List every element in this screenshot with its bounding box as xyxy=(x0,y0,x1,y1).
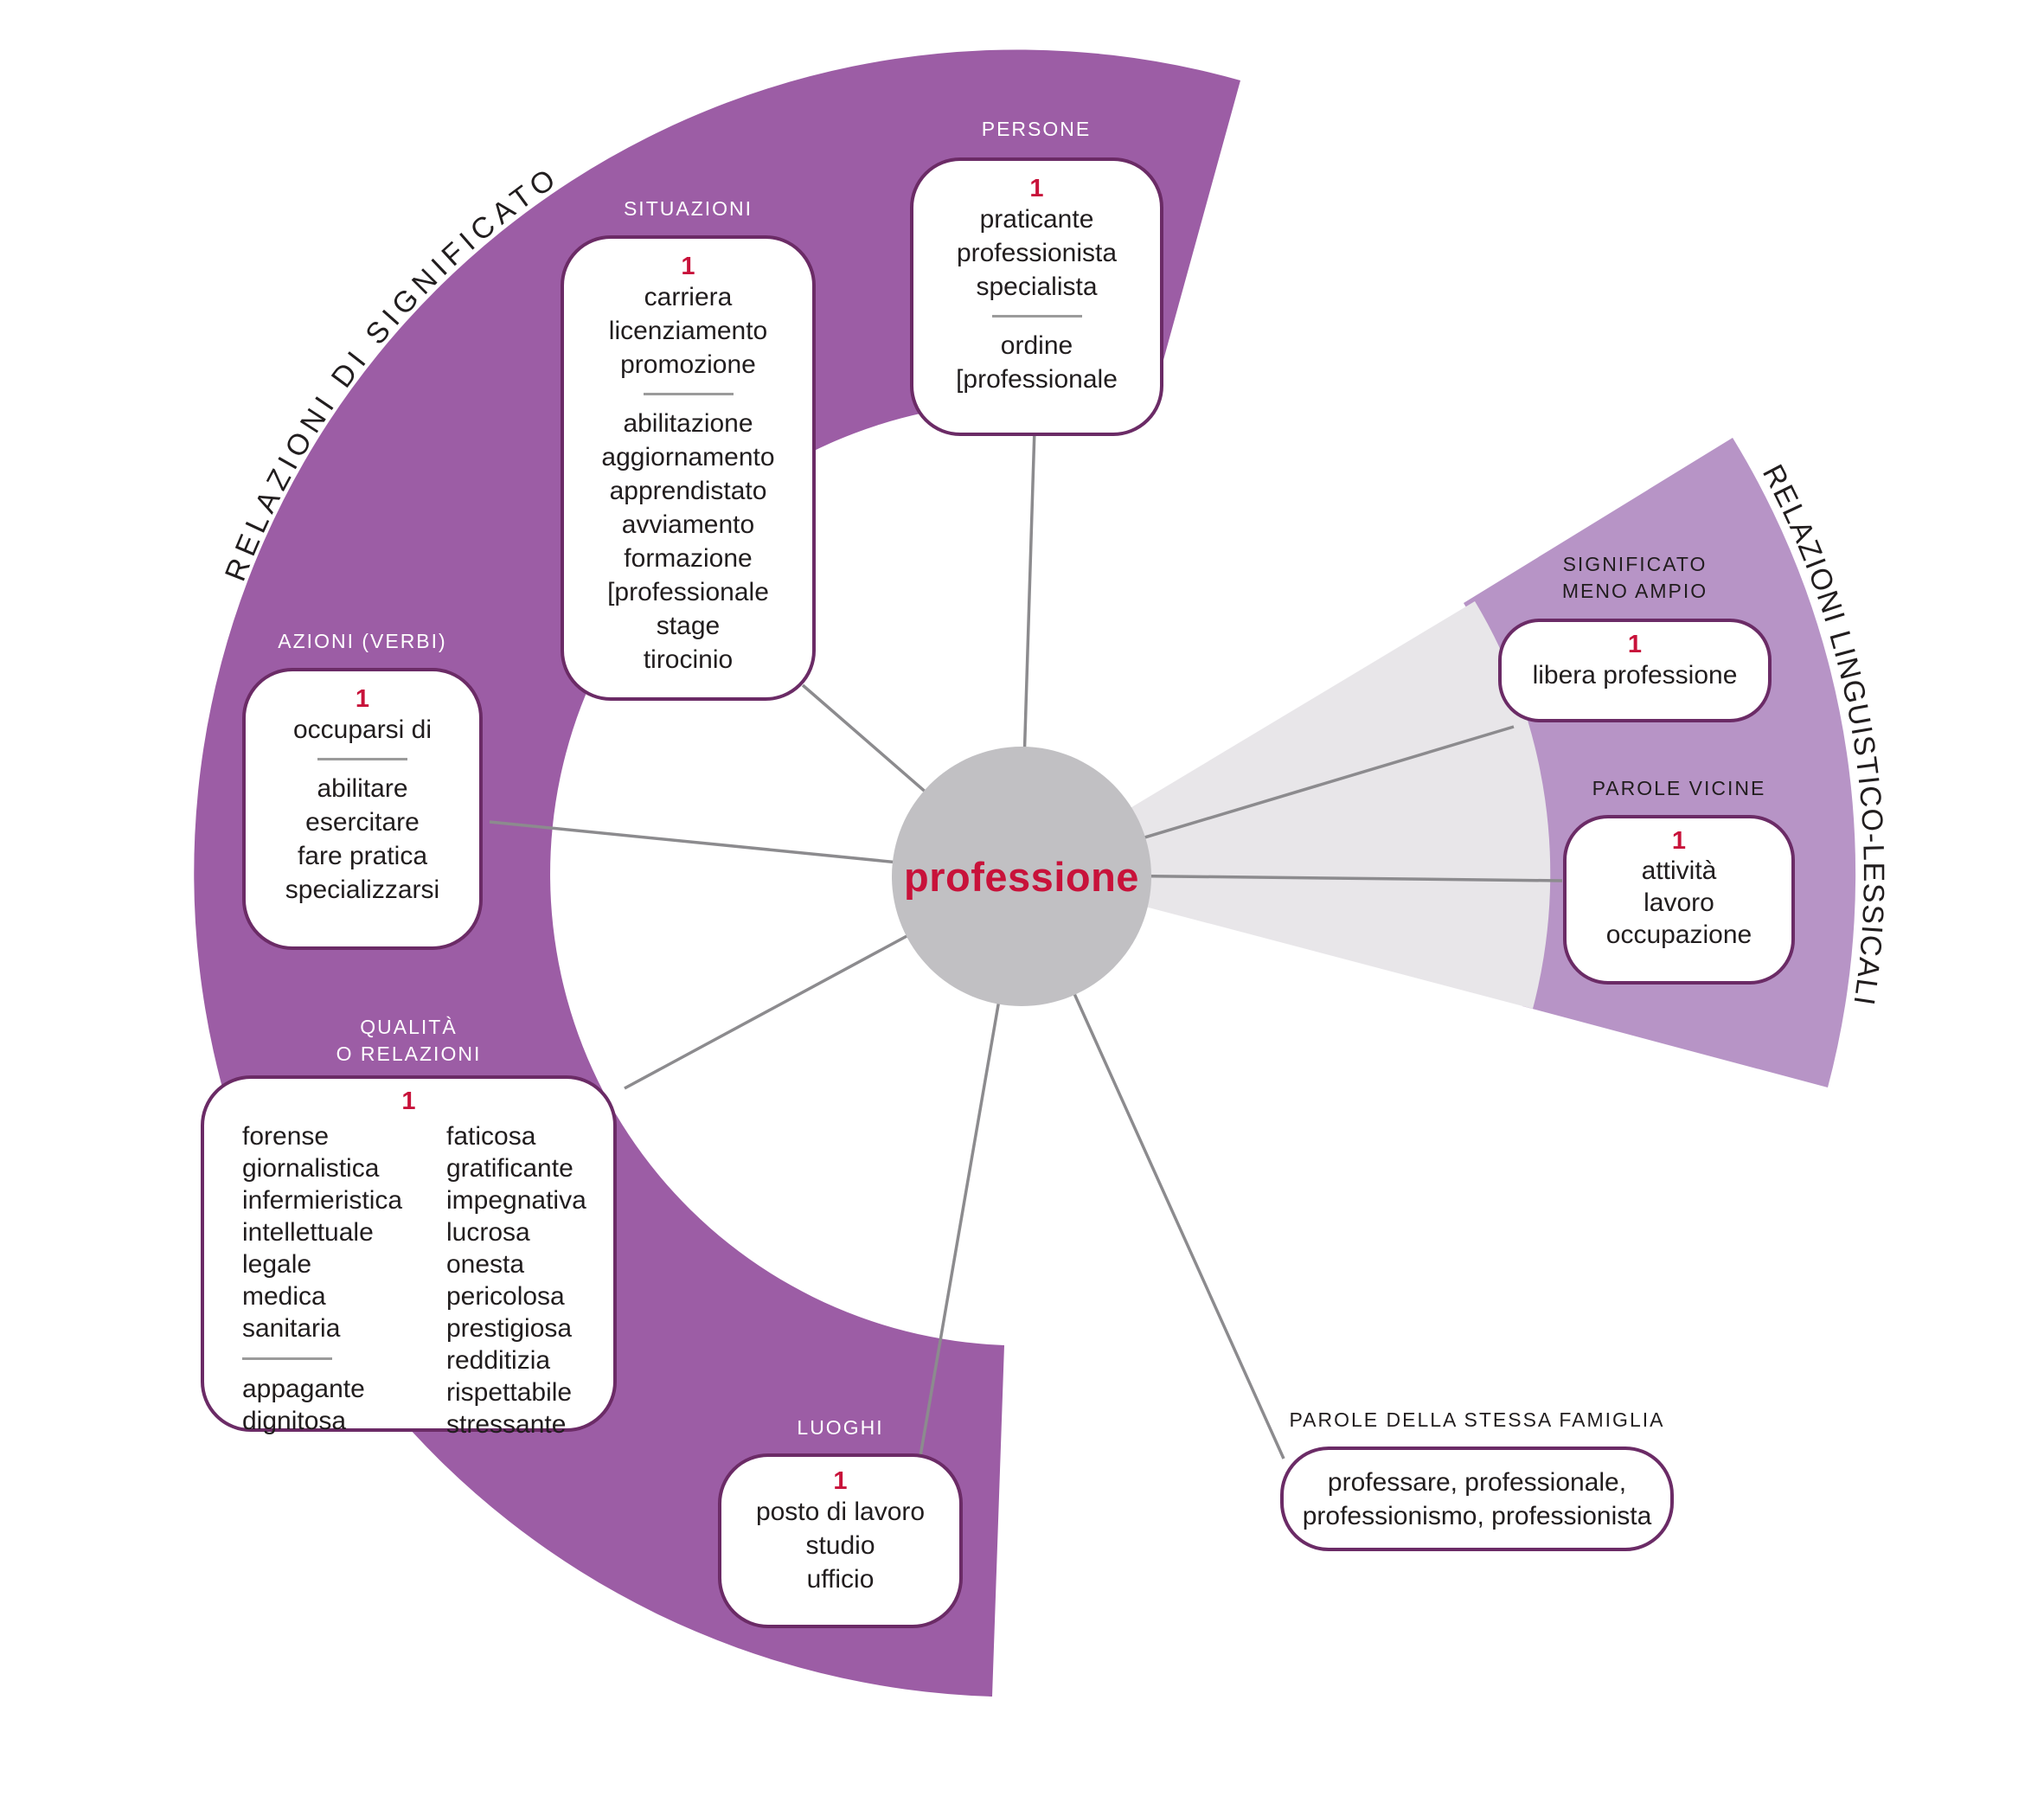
group-label-parole-famiglia: PAROLE DELLA STESSA FAMIGLIA xyxy=(1289,1408,1665,1431)
sense-number: 1 xyxy=(1671,827,1687,855)
center-term: professione xyxy=(904,853,1139,900)
sense-number: 1 xyxy=(833,1467,848,1495)
group-label-azioni: AZIONI (VERBI) xyxy=(278,630,447,652)
box-luoghi: 1 posto di lavoro studio ufficio xyxy=(718,1453,963,1628)
sense-number: 1 xyxy=(1627,631,1643,658)
sense-number: 1 xyxy=(355,685,370,713)
box-azioni: 1 occuparsi di abilitare esercitare fare… xyxy=(242,668,483,950)
group-label-persone: PERSONE xyxy=(981,118,1092,140)
sense-number: 1 xyxy=(1029,175,1044,202)
box-parole-famiglia: professare, professionale, professionism… xyxy=(1280,1447,1674,1551)
sense-number: 1 xyxy=(681,253,695,280)
divider xyxy=(643,393,734,395)
box-parole-vicine: 1 attività lavoro occupazione xyxy=(1563,815,1795,985)
qualita-column-2: faticosa gratificante impegnativa lucros… xyxy=(446,1122,586,1439)
divider xyxy=(991,315,1082,318)
box-persone: 1 praticante professionista specialista … xyxy=(910,157,1163,436)
box-qualita: 1 forense giornalistica infermieristica … xyxy=(201,1075,617,1439)
box-significato-meno-ampio: 1 libera professione xyxy=(1498,619,1772,722)
group-label-luoghi: LUOGHI xyxy=(797,1416,884,1439)
box-situazioni: 1 carriera licenziamento promozione abil… xyxy=(561,235,816,701)
highlight-wedge xyxy=(1021,601,1551,1009)
group-label-parole-vicine: PAROLE VICINE xyxy=(1592,777,1766,799)
divider xyxy=(242,1357,332,1360)
group-label-qualita: QUALITÀ O RELAZIONI xyxy=(336,1016,482,1065)
divider xyxy=(317,758,407,760)
center-circle xyxy=(892,747,1151,1006)
qualita-column-1: forense giornalistica infermieristica in… xyxy=(242,1122,403,1435)
group-label-situazioni: SITUAZIONI xyxy=(623,197,753,220)
group-label-significato-meno-ampio: SIGNIFICATO MENO AMPIO xyxy=(1561,553,1708,602)
sense-number: 1 xyxy=(401,1087,416,1115)
